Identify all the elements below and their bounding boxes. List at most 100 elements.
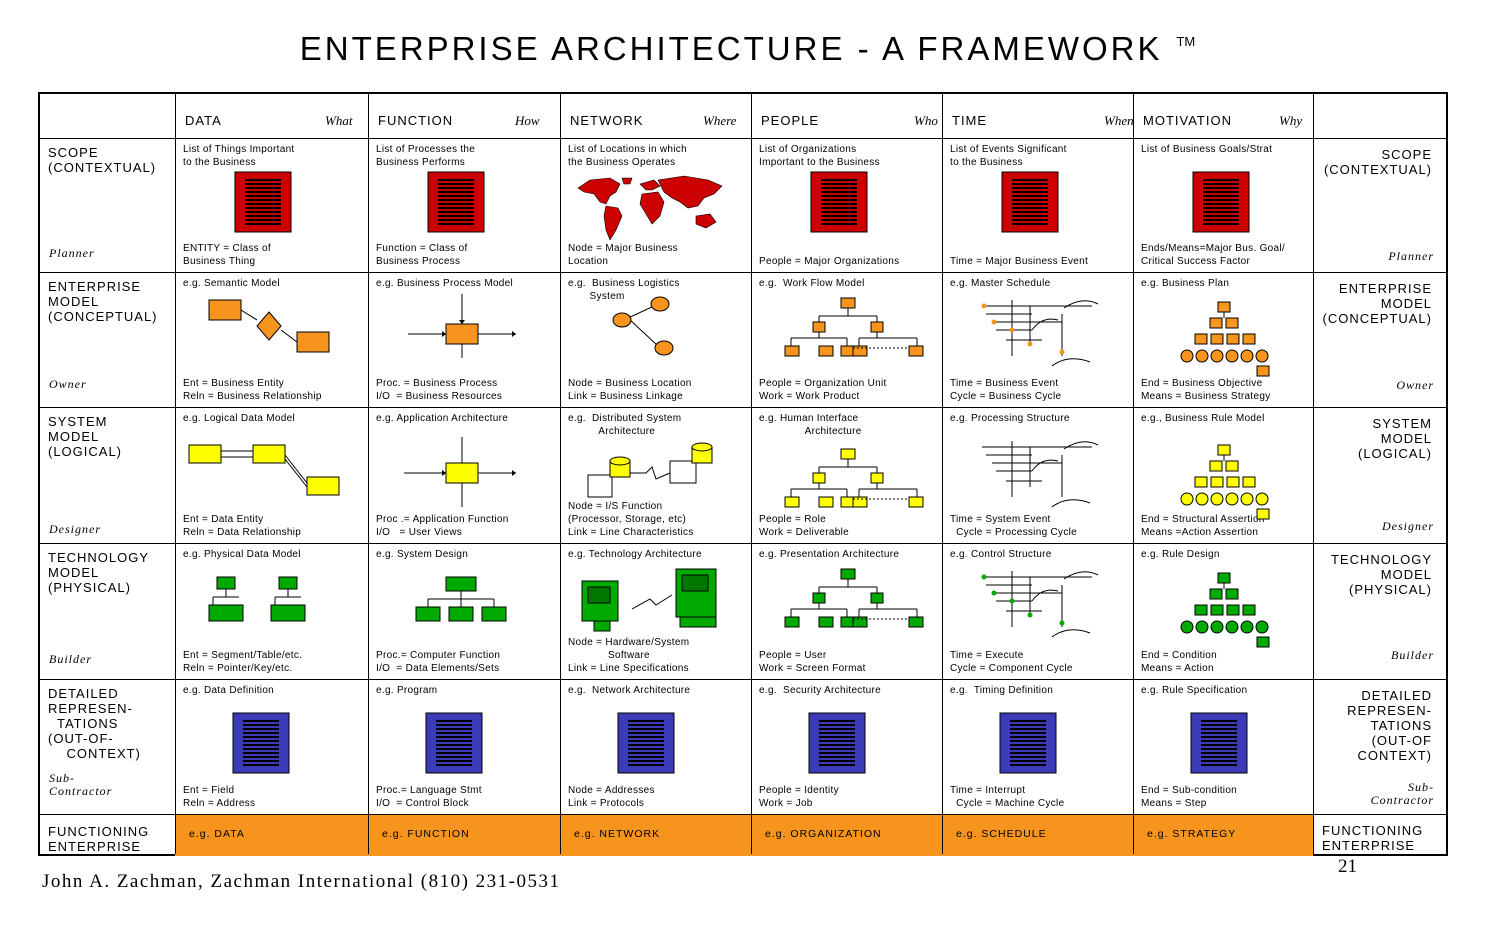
cell-top-text: List of Processes the Business Performs: [376, 144, 476, 168]
functioning-band-cell: [175, 814, 368, 856]
column-header-question: When: [1104, 113, 1134, 128]
grid-column-divider: [1133, 94, 1134, 854]
grid-row-divider: [40, 543, 1446, 544]
row-role-left: Designer: [49, 522, 101, 536]
cell-top-text: e.g. Work Flow Model: [759, 278, 865, 289]
cell-bottom-text: Proc.= Language Stmt I/O = Control Block: [376, 785, 482, 809]
distributed-system-icon: [587, 442, 713, 498]
cell-bottom-text: End = Structural Assertion Means =Action…: [1141, 514, 1265, 538]
row-label-right: SYSTEM MODEL (LOGICAL): [1357, 416, 1432, 461]
column-header-name: FUNCTION: [378, 113, 454, 128]
row-role-right: Owner: [1396, 378, 1434, 392]
footer-credit: John A. Zachman, Zachman International (…: [42, 871, 561, 892]
functioning-band-cell: [368, 814, 560, 856]
cell-bottom-text: Proc .= Application Function I/O = User …: [376, 514, 509, 538]
hierarchy-icon: [1180, 572, 1270, 648]
document-icon: [1192, 171, 1250, 233]
hierarchy-icon: [1180, 444, 1270, 520]
grid-column-divider: [368, 94, 369, 854]
cell-bottom-text: End = Condition Means = Action: [1141, 650, 1217, 674]
document-icon: [1001, 171, 1059, 233]
row-label-right: FUNCTIONING ENTERPRISE: [1322, 823, 1424, 853]
cell-top-text: List of Organizations Important to the B…: [759, 144, 880, 168]
cell-top-text: e.g. Technology Architecture: [568, 549, 702, 560]
cell-bottom-text: Time = Interrupt Cycle = Machine Cycle: [950, 785, 1065, 809]
hardware-icon: [581, 568, 717, 632]
column-header-time: TIME When: [952, 113, 1134, 128]
cell-top-text: e.g., Business Rule Model: [1141, 413, 1265, 424]
row-role-left: Owner: [49, 377, 87, 391]
grid-column-divider: [175, 94, 176, 854]
cell-bottom-text: Time = System Event Cycle = Processing C…: [950, 514, 1078, 538]
column-header-data: DATA What: [185, 113, 352, 128]
cell-top-text: List of Locations in which the Business …: [568, 144, 687, 168]
column-header-question: Why: [1279, 113, 1303, 128]
functioning-cell-text: e.g. SCHEDULE: [956, 828, 1047, 840]
grid-row-divider: [40, 138, 1446, 139]
row-role-left: Builder: [49, 652, 92, 666]
schedule-icon: [981, 300, 1099, 367]
grid-column-divider: [942, 94, 943, 854]
document-icon: [427, 171, 485, 233]
cell-bottom-text: End = Sub-condition Means = Step: [1141, 785, 1238, 809]
trademark: TM: [1176, 34, 1196, 49]
cell-top-text: e.g. Logical Data Model: [183, 413, 295, 424]
functioning-cell-text: e.g. NETWORK: [574, 828, 661, 840]
document-icon: [1190, 712, 1248, 774]
cell-bottom-text: People = Organization Unit Work = Work P…: [759, 378, 887, 402]
grid-row-divider: [40, 814, 1446, 815]
cell-top-text: e.g. System Design: [376, 549, 469, 560]
cell-bottom-text: Proc.= Computer Function I/O = Data Elem…: [376, 650, 501, 674]
cell-top-text: e.g. Timing Definition: [950, 685, 1054, 696]
cell-top-text: e.g. Control Structure: [950, 549, 1052, 560]
grid-row-divider: [40, 407, 1446, 408]
process-icon: [408, 294, 516, 358]
document-icon: [999, 712, 1057, 774]
column-header-name: DATA: [185, 113, 222, 128]
cell-bottom-text: Ent = Data Entity Reln = Data Relationsh…: [183, 514, 302, 538]
functioning-band-cell: [560, 814, 751, 856]
world-map-icon: [577, 175, 723, 241]
process-icon: [404, 437, 516, 507]
row-label-left: SYSTEM MODEL (LOGICAL): [48, 414, 123, 459]
cell-bottom-text: Node = I/S Function (Processor, Storage,…: [568, 501, 694, 538]
document-icon: [234, 171, 292, 233]
hierarchy-icon: [1180, 301, 1270, 377]
cell-bottom-text: Ent = Field Reln = Address: [183, 785, 256, 809]
cell-top-text: e.g. Physical Data Model: [183, 549, 301, 560]
functioning-cell-text: e.g. DATA: [189, 828, 245, 840]
cell-bottom-text: People = Role Work = Deliverable: [759, 514, 849, 538]
row-role-right: Planner: [1388, 249, 1434, 263]
row-label-right: DETAILED REPRESEN- TATIONS (OUT-OF CONTE…: [1347, 688, 1432, 763]
cell-top-text: e.g. Master Schedule: [950, 278, 1051, 289]
column-header-question: Who: [914, 113, 938, 128]
grid-row-divider: [40, 679, 1446, 680]
row-role-right: Designer: [1382, 519, 1434, 533]
cell-bottom-text: People = Major Organizations: [759, 256, 900, 267]
grid-column-divider: [1313, 94, 1314, 854]
document-icon: [232, 712, 290, 774]
functioning-cell-text: e.g. STRATEGY: [1147, 828, 1237, 840]
cell-top-text: e.g. Application Architecture: [376, 413, 509, 424]
cell-bottom-text: Node = Business Location Link = Business…: [568, 378, 692, 402]
cell-bottom-text: Node = Major Business Location: [568, 243, 678, 267]
cell-top-text: e.g. Security Architecture: [759, 685, 882, 696]
column-header-question: What: [325, 113, 353, 128]
row-label-left: TECHNOLOGY MODEL (PHYSICAL): [48, 550, 150, 595]
schedule-icon: [982, 441, 1099, 508]
cell-top-text: e.g. Rule Design: [1141, 549, 1220, 560]
document-icon: [810, 171, 868, 233]
org-chart-icon: [784, 568, 924, 628]
grid-column-divider: [751, 94, 752, 854]
cell-bottom-text: Function = Class of Business Process: [376, 243, 468, 267]
column-header-name: TIME: [952, 113, 988, 128]
cell-bottom-text: Time = Execute Cycle = Component Cycle: [950, 650, 1073, 674]
system-design-icon: [415, 576, 507, 622]
entity-relation-icon: [208, 299, 330, 353]
functioning-cell-text: e.g. FUNCTION: [382, 828, 470, 840]
cell-top-text: e.g. Distributed System Architecture: [568, 413, 682, 437]
